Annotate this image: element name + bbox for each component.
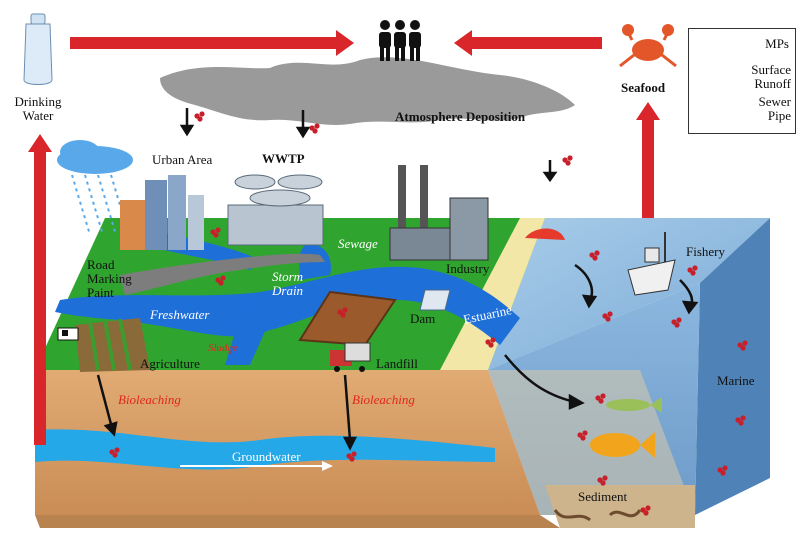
road-marking-paint-label: Road Marking Paint bbox=[87, 257, 132, 300]
storm-drain-label: Storm Drain bbox=[272, 269, 304, 298]
sludge-label: Sludge bbox=[208, 342, 238, 354]
legend-mps-label: MPs bbox=[765, 36, 789, 51]
agriculture-field bbox=[75, 318, 150, 372]
marine-label: Marine bbox=[717, 373, 755, 388]
legend: MPs Surface Runoff Sewer Pipe bbox=[688, 28, 796, 134]
freshwater-label: Freshwater bbox=[150, 307, 210, 322]
human-exposure-arrows bbox=[28, 30, 660, 445]
wwtp-plant bbox=[227, 174, 324, 246]
legend-surface-runoff-label: Surface Runoff bbox=[751, 62, 791, 91]
wwtp-label: WWTP bbox=[262, 151, 305, 166]
sediment-organisms bbox=[553, 509, 642, 522]
road bbox=[120, 253, 325, 295]
boat-icon bbox=[627, 232, 676, 296]
groundwater-label: Groundwater bbox=[232, 449, 301, 464]
truck-icon bbox=[330, 342, 371, 372]
dam-label: Dam bbox=[410, 311, 436, 326]
rain-cloud-icon bbox=[57, 140, 133, 236]
water-bottle-icon bbox=[23, 13, 53, 85]
landfill-label: Landfill bbox=[376, 356, 418, 371]
sediment-label: Sediment bbox=[578, 489, 628, 504]
sewage-label: Sewage bbox=[338, 236, 378, 251]
fishery-label: Fishery bbox=[686, 244, 725, 259]
cow-icon bbox=[57, 327, 79, 341]
groundwater-flow-arrow bbox=[180, 461, 333, 471]
legend-sewer-pipe-label: Sewer Pipe bbox=[758, 94, 792, 123]
urban-buildings bbox=[120, 175, 204, 250]
atmosphere-cloud bbox=[160, 57, 575, 125]
bioleaching-right-label: Bioleaching bbox=[352, 392, 415, 407]
urban-area-label: Urban Area bbox=[152, 152, 213, 167]
flow-arrows bbox=[96, 108, 699, 451]
beach-umbrella-icon bbox=[525, 228, 565, 240]
bioleaching-left-label: Bioleaching bbox=[118, 392, 181, 407]
crab-icon bbox=[619, 24, 677, 68]
factory-icon bbox=[389, 165, 489, 261]
people-icon bbox=[379, 20, 421, 61]
atmosphere-deposition-label: Atmosphere Deposition bbox=[395, 109, 526, 124]
seafood-label: Seafood bbox=[621, 80, 666, 95]
industry-label: Industry bbox=[446, 261, 490, 276]
groundwater-river bbox=[35, 429, 495, 470]
agriculture-label: Agriculture bbox=[140, 356, 200, 371]
fish-icon bbox=[590, 397, 662, 458]
dam-icon bbox=[419, 289, 451, 311]
drinking-water-label: Drinking Water bbox=[14, 94, 62, 123]
